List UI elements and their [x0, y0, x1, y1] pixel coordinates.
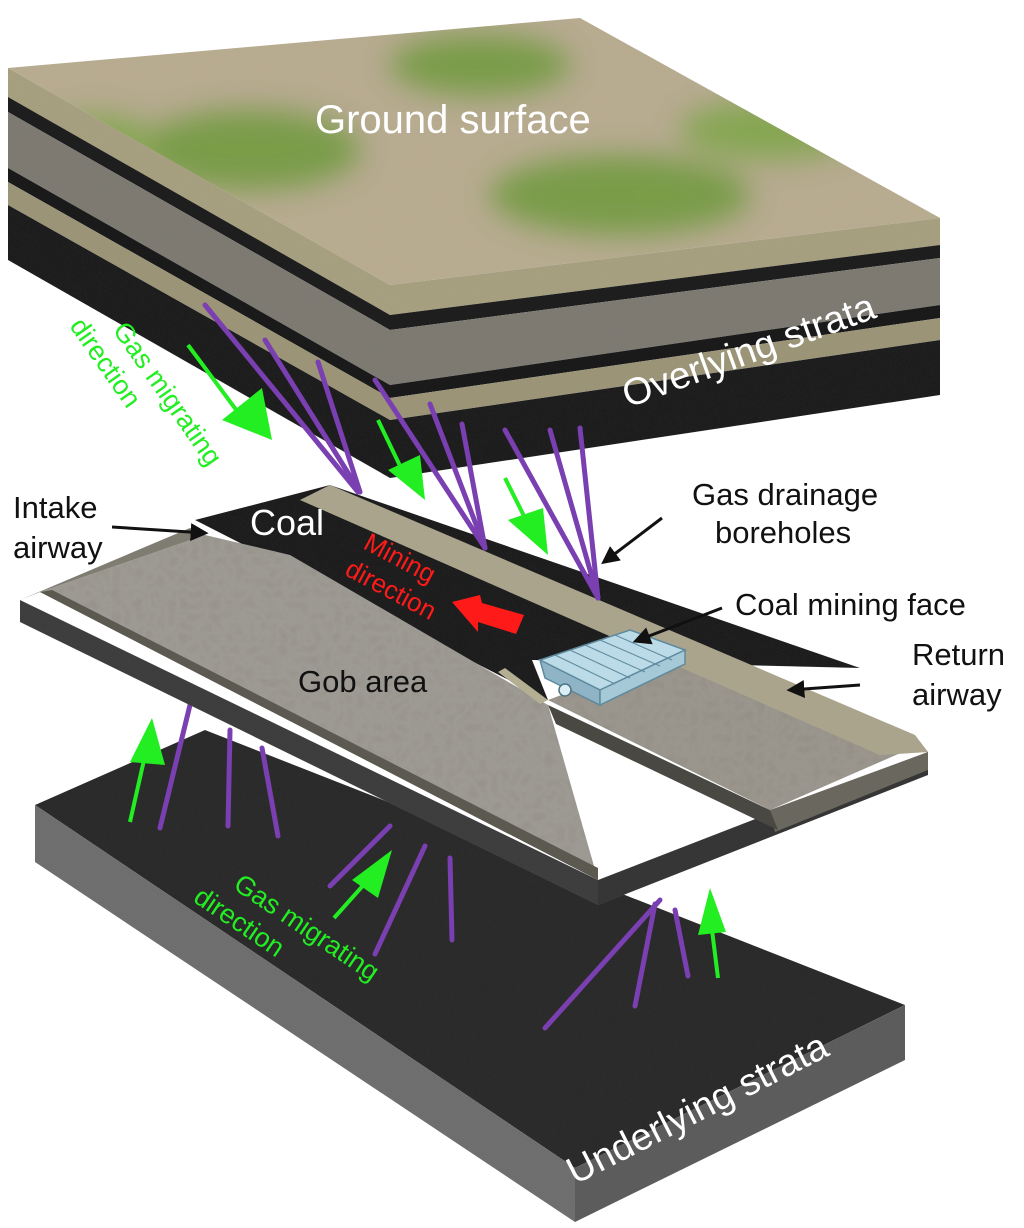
- coal-mining-face-label: Coal mining face: [735, 587, 966, 622]
- return-airway-label: Return airway: [912, 637, 1005, 712]
- overlying-strata-block: [8, 18, 940, 478]
- svg-text:Gas drainage: Gas drainage: [692, 477, 878, 512]
- gas-drainage-leader: [604, 518, 662, 562]
- gob-area-label: Gob area: [298, 664, 428, 699]
- gas-arrow-down-3: [505, 478, 548, 555]
- svg-text:boreholes: boreholes: [715, 515, 851, 550]
- intake-airway-label: Intake airway: [13, 490, 103, 565]
- coal-label: Coal: [250, 502, 324, 543]
- svg-text:airway: airway: [13, 530, 103, 565]
- svg-text:Return: Return: [912, 637, 1005, 672]
- gas-drainage-boreholes-label: Gas drainage boreholes: [692, 477, 878, 550]
- ground-surface-label: Ground surface: [315, 98, 591, 142]
- svg-text:Intake: Intake: [13, 490, 97, 525]
- svg-text:airway: airway: [912, 677, 1002, 712]
